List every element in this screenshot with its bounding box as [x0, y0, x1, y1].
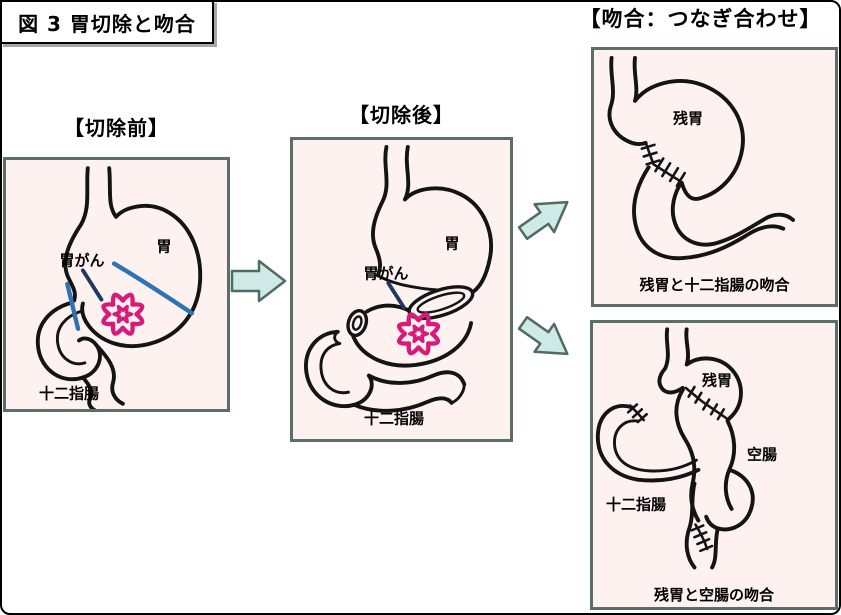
- jejunum-outline: [723, 419, 737, 511]
- jejunum-tail: [94, 343, 125, 406]
- remnant-stomach-outline: [607, 56, 648, 147]
- anastomosis-heading: 【吻合：つなぎ合わせ】: [579, 7, 822, 31]
- duodenum-label: 十二指腸: [38, 384, 100, 403]
- duodenum-outline: [670, 182, 795, 247]
- duodenum-inner-line: [319, 342, 350, 395]
- anastomosis-suture: [684, 385, 729, 421]
- cut-line-distal: [65, 281, 81, 331]
- duodenum-outline: [304, 329, 374, 408]
- specimen-outline: [365, 303, 413, 314]
- gastroduodenostomy-panel: 残胃 残胃と十二指腸の吻合: [591, 47, 838, 307]
- remnant-stomach-label: 残胃: [701, 371, 733, 390]
- figure-title: 図 3 胃切除と吻合: [18, 11, 196, 36]
- gastrojejunostomy-panel: 残胃 空腸 十二指腸 残胃と空腸の吻合: [590, 320, 838, 610]
- jejunum-label: 空腸: [746, 445, 778, 464]
- specimen-open-end-inner: [416, 291, 466, 314]
- gastroduodenostomy-caption: 残胃と十二指腸の吻合: [639, 276, 790, 294]
- remnant-stomach-label: 残胃: [672, 109, 704, 128]
- cancer-label: 胃がん: [59, 251, 105, 270]
- duodenal-stump-suture: [626, 403, 648, 424]
- cancer-pointer-line: [80, 268, 104, 302]
- arrow-right-icon: [230, 259, 287, 303]
- jejunum-outline: [674, 387, 701, 523]
- duodenum-outline: [632, 165, 786, 261]
- stomach-label: 胃: [156, 237, 172, 256]
- duodenal-stump-inner: [613, 419, 698, 473]
- jejunum-tail-cap: [450, 382, 466, 405]
- tumor-icon: [101, 292, 145, 336]
- specimen-outline: [350, 321, 474, 368]
- arrow-down-right-icon: [517, 315, 569, 356]
- stomach-label: 胃: [444, 234, 460, 253]
- remnant-stomach-outline: [402, 144, 493, 294]
- cut-line-proximal: [111, 261, 195, 316]
- duodenum-label: 十二指腸: [605, 495, 667, 514]
- pyloric-cut-end-inner: [351, 315, 363, 331]
- stomach-outline: [80, 166, 203, 349]
- before-panel-header: 【切除前】: [64, 116, 169, 140]
- tumor-icon: [397, 312, 441, 356]
- cancer-pointer-line: [386, 281, 406, 310]
- jejunum-loop-outline: [684, 481, 697, 570]
- after-panel: 胃 胃がん 十二指腸: [290, 137, 513, 442]
- after-stomach-drawing: [304, 144, 493, 413]
- jejunum-exit: [710, 526, 720, 570]
- jejunum-tail: [366, 370, 467, 387]
- duodenal-stump-outline: [595, 404, 701, 483]
- duodenum-inner-line: [55, 309, 87, 366]
- before-stomach-drawing: [35, 166, 203, 409]
- cancer-label: 胃がん: [363, 264, 409, 283]
- remnant-stomach-outline: [371, 144, 389, 278]
- after-panel-header: 【切除後】: [349, 103, 454, 127]
- pyloric-cut-end: [346, 309, 369, 338]
- remnant-stomach-outline: [632, 56, 745, 201]
- duodenum-end-cap: [333, 330, 342, 345]
- duodenum-label: 十二指腸: [363, 409, 425, 428]
- remnant-stomach-outline: [657, 327, 685, 395]
- stomach-outline: [63, 166, 90, 303]
- anastomosis-suture: [640, 141, 687, 188]
- figure-title-box: 図 3 胃切除と吻合: [0, 0, 214, 44]
- before-panel: 胃 胃がん 十二指腸: [3, 157, 230, 412]
- gastrojejunostomy-caption: 残胃と空腸の吻合: [653, 586, 774, 604]
- arrow-up-right-icon: [517, 200, 569, 241]
- gastroduodenostomy-drawing: [607, 56, 795, 261]
- jejunal-suture: [690, 523, 714, 553]
- gastrojejunostomy-drawing: [595, 327, 755, 570]
- jejunum-tail: [80, 375, 97, 409]
- jejunum-tail: [352, 396, 454, 413]
- remnant-stomach-outline: [684, 327, 743, 423]
- duodenum-outline: [35, 300, 102, 382]
- jejunum-loop-outline: [704, 467, 755, 532]
